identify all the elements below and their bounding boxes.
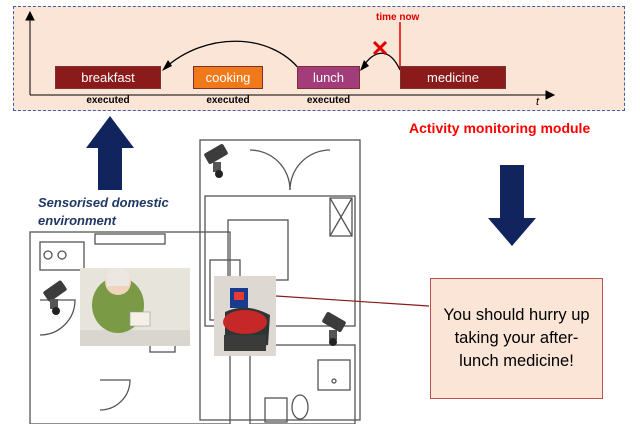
cross-icon [372,40,388,56]
status-cooking: executed [206,95,250,106]
environment-label: Sensorised domestic environment [38,195,169,228]
up-arrow [86,116,134,190]
camera-icon [43,280,67,315]
task-breakfast: breakfast [55,66,161,89]
reminder-message: You should hurry up taking your after-lu… [430,278,603,399]
down-arrow [488,165,536,246]
task-medicine: medicine [400,66,506,89]
timeline-axes [25,10,556,100]
module-label: Activity monitoring module [409,120,591,136]
status-breakfast: executed [86,95,130,106]
camera-icon [204,144,228,178]
task-cooking: cooking [193,66,263,89]
time-axis-label: t [536,96,540,108]
arrowhead-lunch [360,60,369,71]
arrowhead-breakfast [162,60,172,71]
status-lunch: executed [306,95,351,106]
person-photo [80,268,190,346]
camera-icon [322,312,346,346]
floor-plan [29,139,361,424]
time-now-label: time now [376,12,420,23]
connector-line [275,295,430,307]
task-lunch: lunch [297,66,360,89]
robot-photo [214,276,276,356]
